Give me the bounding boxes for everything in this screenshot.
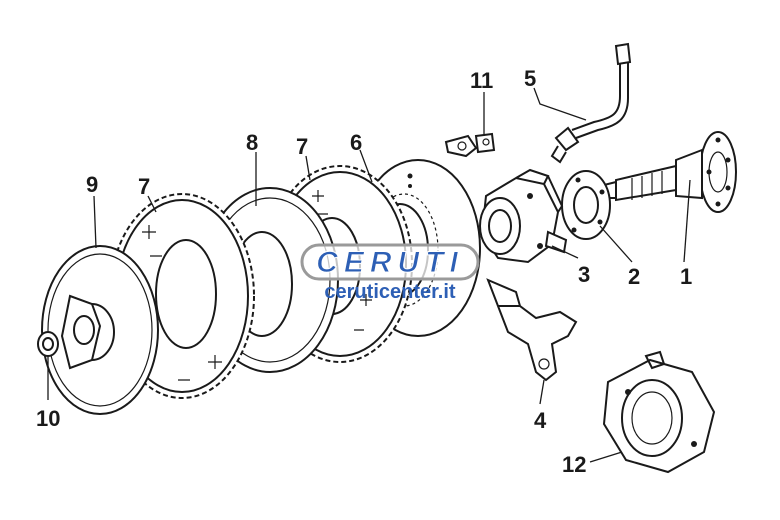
callout-5: 5 [524,66,536,91]
leader-2 [599,225,633,263]
part-12-bearing-housing [602,350,716,474]
leader-9 [93,195,97,249]
watermark-frame [300,243,480,281]
callout-6: 6 [350,130,362,155]
callout-9: 9 [86,172,98,197]
callout-7-left: 7 [138,174,150,199]
callout-1: 1 [680,264,692,289]
part-axle-shaft [591,131,737,213]
callout-2: 2 [628,264,640,289]
leader-7a [147,195,157,213]
callout-12: 12 [562,452,586,477]
callout-11: 11 [470,68,493,93]
callout-10: 10 [36,406,60,431]
part-4-lever [486,278,578,382]
callout-7-right: 7 [296,134,308,159]
part-brake-hose [550,42,632,164]
part-gasket [561,170,611,240]
leader-6 [359,149,373,183]
leader-7b [305,155,311,181]
leader-4 [539,379,545,405]
part-9-drum [41,245,159,415]
leader-1 [683,179,691,263]
callout-8: 8 [246,130,258,155]
part-10-nut [37,331,59,357]
watermark-url: ceruticenter.it [324,281,456,303]
leader-3 [551,245,579,259]
part-bleeder-bracket [444,132,496,158]
callout-3: 3 [578,262,590,287]
watermark-brand: CERUTI [316,246,464,279]
leader-lines [47,87,691,463]
watermark: CERUTI ceruticenter.it [300,243,480,303]
callout-4: 4 [534,408,547,433]
leader-5 [533,87,587,121]
part-housing [479,168,568,264]
leader-12 [589,451,623,463]
